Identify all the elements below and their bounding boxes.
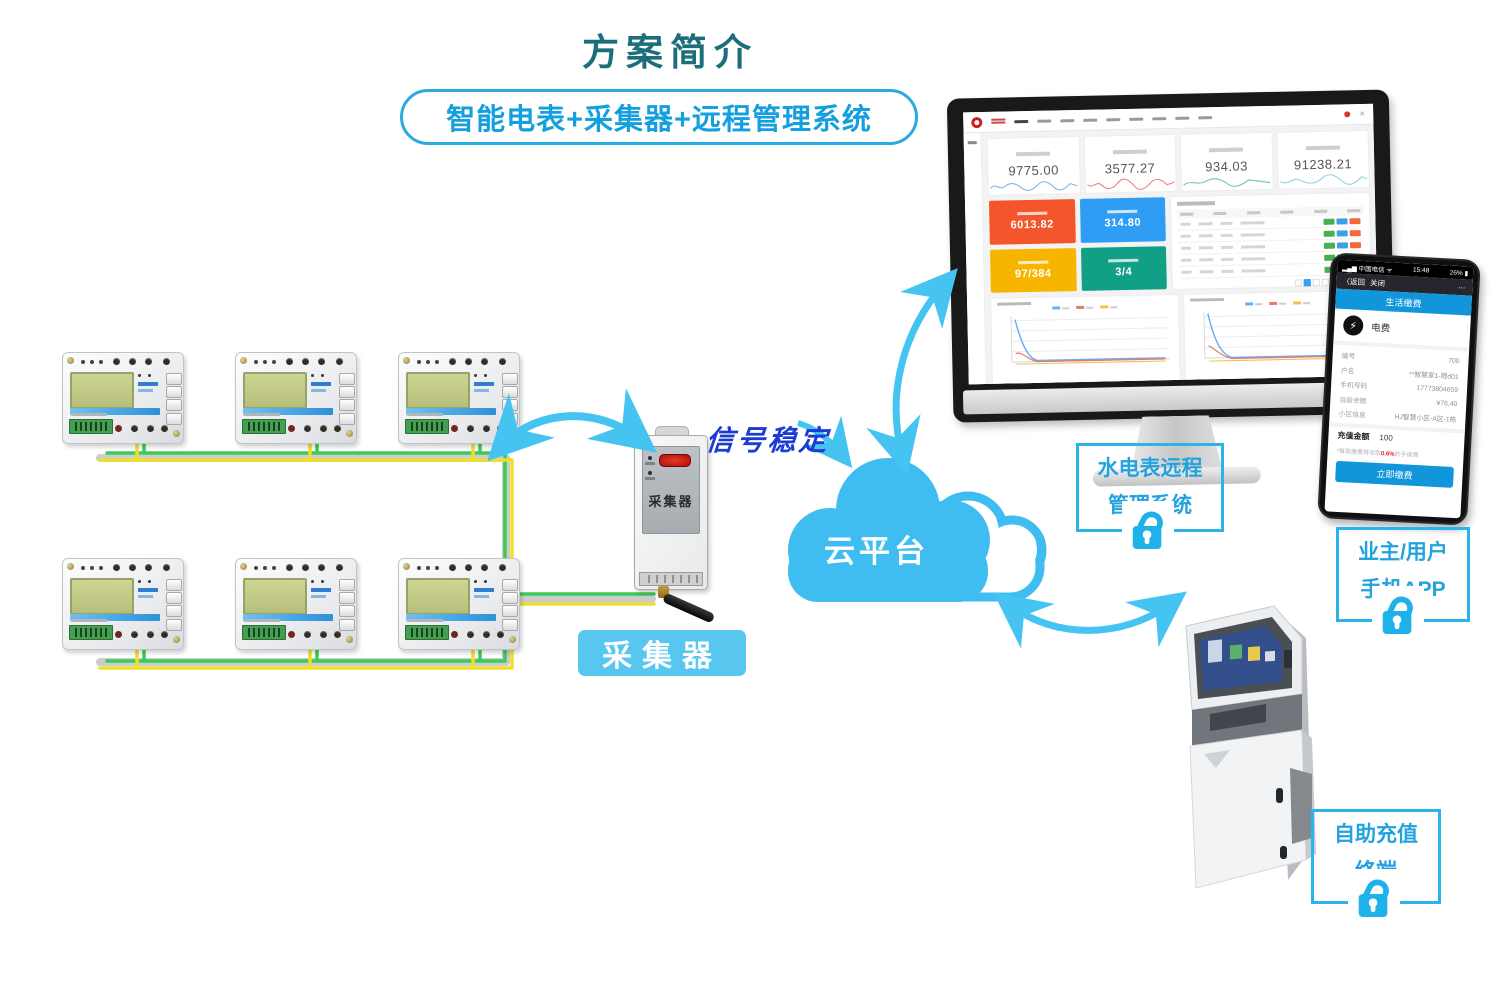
- page-title: 方案简介: [582, 32, 758, 73]
- meter-button: [502, 592, 518, 604]
- cloud-platform: 云平台: [772, 440, 1062, 630]
- open-lock-icon: [1372, 586, 1424, 638]
- arrow-cloud-monitor: [866, 268, 958, 476]
- cloud-shape: [788, 458, 990, 602]
- meter-terminal-block: [405, 625, 449, 640]
- recharge-kiosk: [1185, 605, 1316, 889]
- collector-caption: 采集器: [578, 630, 746, 676]
- meter-terminal-block: [69, 419, 113, 434]
- meter-button: [502, 579, 518, 591]
- energy-meter-2: [235, 352, 357, 444]
- open-lock-icon: [1348, 869, 1400, 921]
- meter-button: [166, 373, 182, 385]
- meter-button: [166, 619, 182, 631]
- meter-button: [339, 373, 355, 385]
- meter-button: [339, 579, 355, 591]
- arrow-meters-collector: [487, 388, 657, 462]
- collector-led-display: [659, 454, 691, 467]
- meter-button: [339, 413, 355, 425]
- din-rail-meter: [62, 558, 184, 650]
- meter-button: [166, 592, 182, 604]
- meter-button: [502, 605, 518, 617]
- collector-device: 采集器: [634, 426, 716, 624]
- stat-card: 91238.21: [1277, 130, 1369, 189]
- meter-terminal-block: [405, 419, 449, 434]
- collector-device-label: 采集器: [648, 494, 694, 509]
- meter-brand-mark: [138, 382, 158, 386]
- cloud-label: 云平台: [824, 534, 929, 569]
- arrow-collector-cloud: [797, 415, 853, 469]
- energy-meter-1: [62, 352, 184, 444]
- meter-brand-mark: [474, 382, 494, 386]
- energy-meter-6: [398, 558, 520, 650]
- meter-lcd: [70, 372, 134, 409]
- din-rail-meter: [235, 558, 357, 650]
- arrow-cloud-kiosk: [993, 591, 1187, 649]
- meter-button: [166, 386, 182, 398]
- meter-button: [166, 413, 182, 425]
- stat-cards: 9775.00 3577.27 934.03 91238.21: [987, 130, 1369, 195]
- stat-card: 934.03: [1180, 132, 1273, 191]
- stat-card: 9775.00: [987, 136, 1080, 195]
- solution-banner: 智能电表+采集器+远程管理系统: [400, 89, 918, 145]
- energy-meter-5: [235, 558, 357, 650]
- meter-button: [339, 399, 355, 411]
- meter-lcd: [243, 578, 307, 615]
- din-rail-meter: [398, 558, 520, 650]
- collector-terminals: [639, 572, 703, 586]
- meter-button: [166, 579, 182, 591]
- meter-lcd: [243, 372, 307, 409]
- meter-terminal-block: [69, 625, 113, 640]
- meter-lcd: [406, 372, 470, 409]
- meter-brand-mark: [311, 382, 331, 386]
- meter-button: [339, 592, 355, 604]
- din-rail-meter: [235, 352, 357, 444]
- meter-button: [502, 619, 518, 631]
- meter-brand-mark: [311, 588, 331, 592]
- meter-brand-mark: [474, 588, 494, 592]
- open-lock-icon: [1122, 501, 1174, 553]
- meter-brand-mark: [138, 588, 158, 592]
- meter-button: [166, 399, 182, 411]
- meter-button: [166, 605, 182, 617]
- line-chart-panel: [991, 294, 1180, 385]
- meter-button: [339, 605, 355, 617]
- meter-terminal-block: [242, 625, 286, 640]
- meter-button: [339, 386, 355, 398]
- din-rail-meter: [62, 352, 184, 444]
- energy-meter-4: [62, 558, 184, 650]
- meter-button: [339, 619, 355, 631]
- meter-button: [502, 373, 518, 385]
- signal-stable-label: 信号稳定: [704, 425, 832, 456]
- stat-card: 3577.27: [1084, 134, 1176, 193]
- meter-terminal-block: [242, 419, 286, 434]
